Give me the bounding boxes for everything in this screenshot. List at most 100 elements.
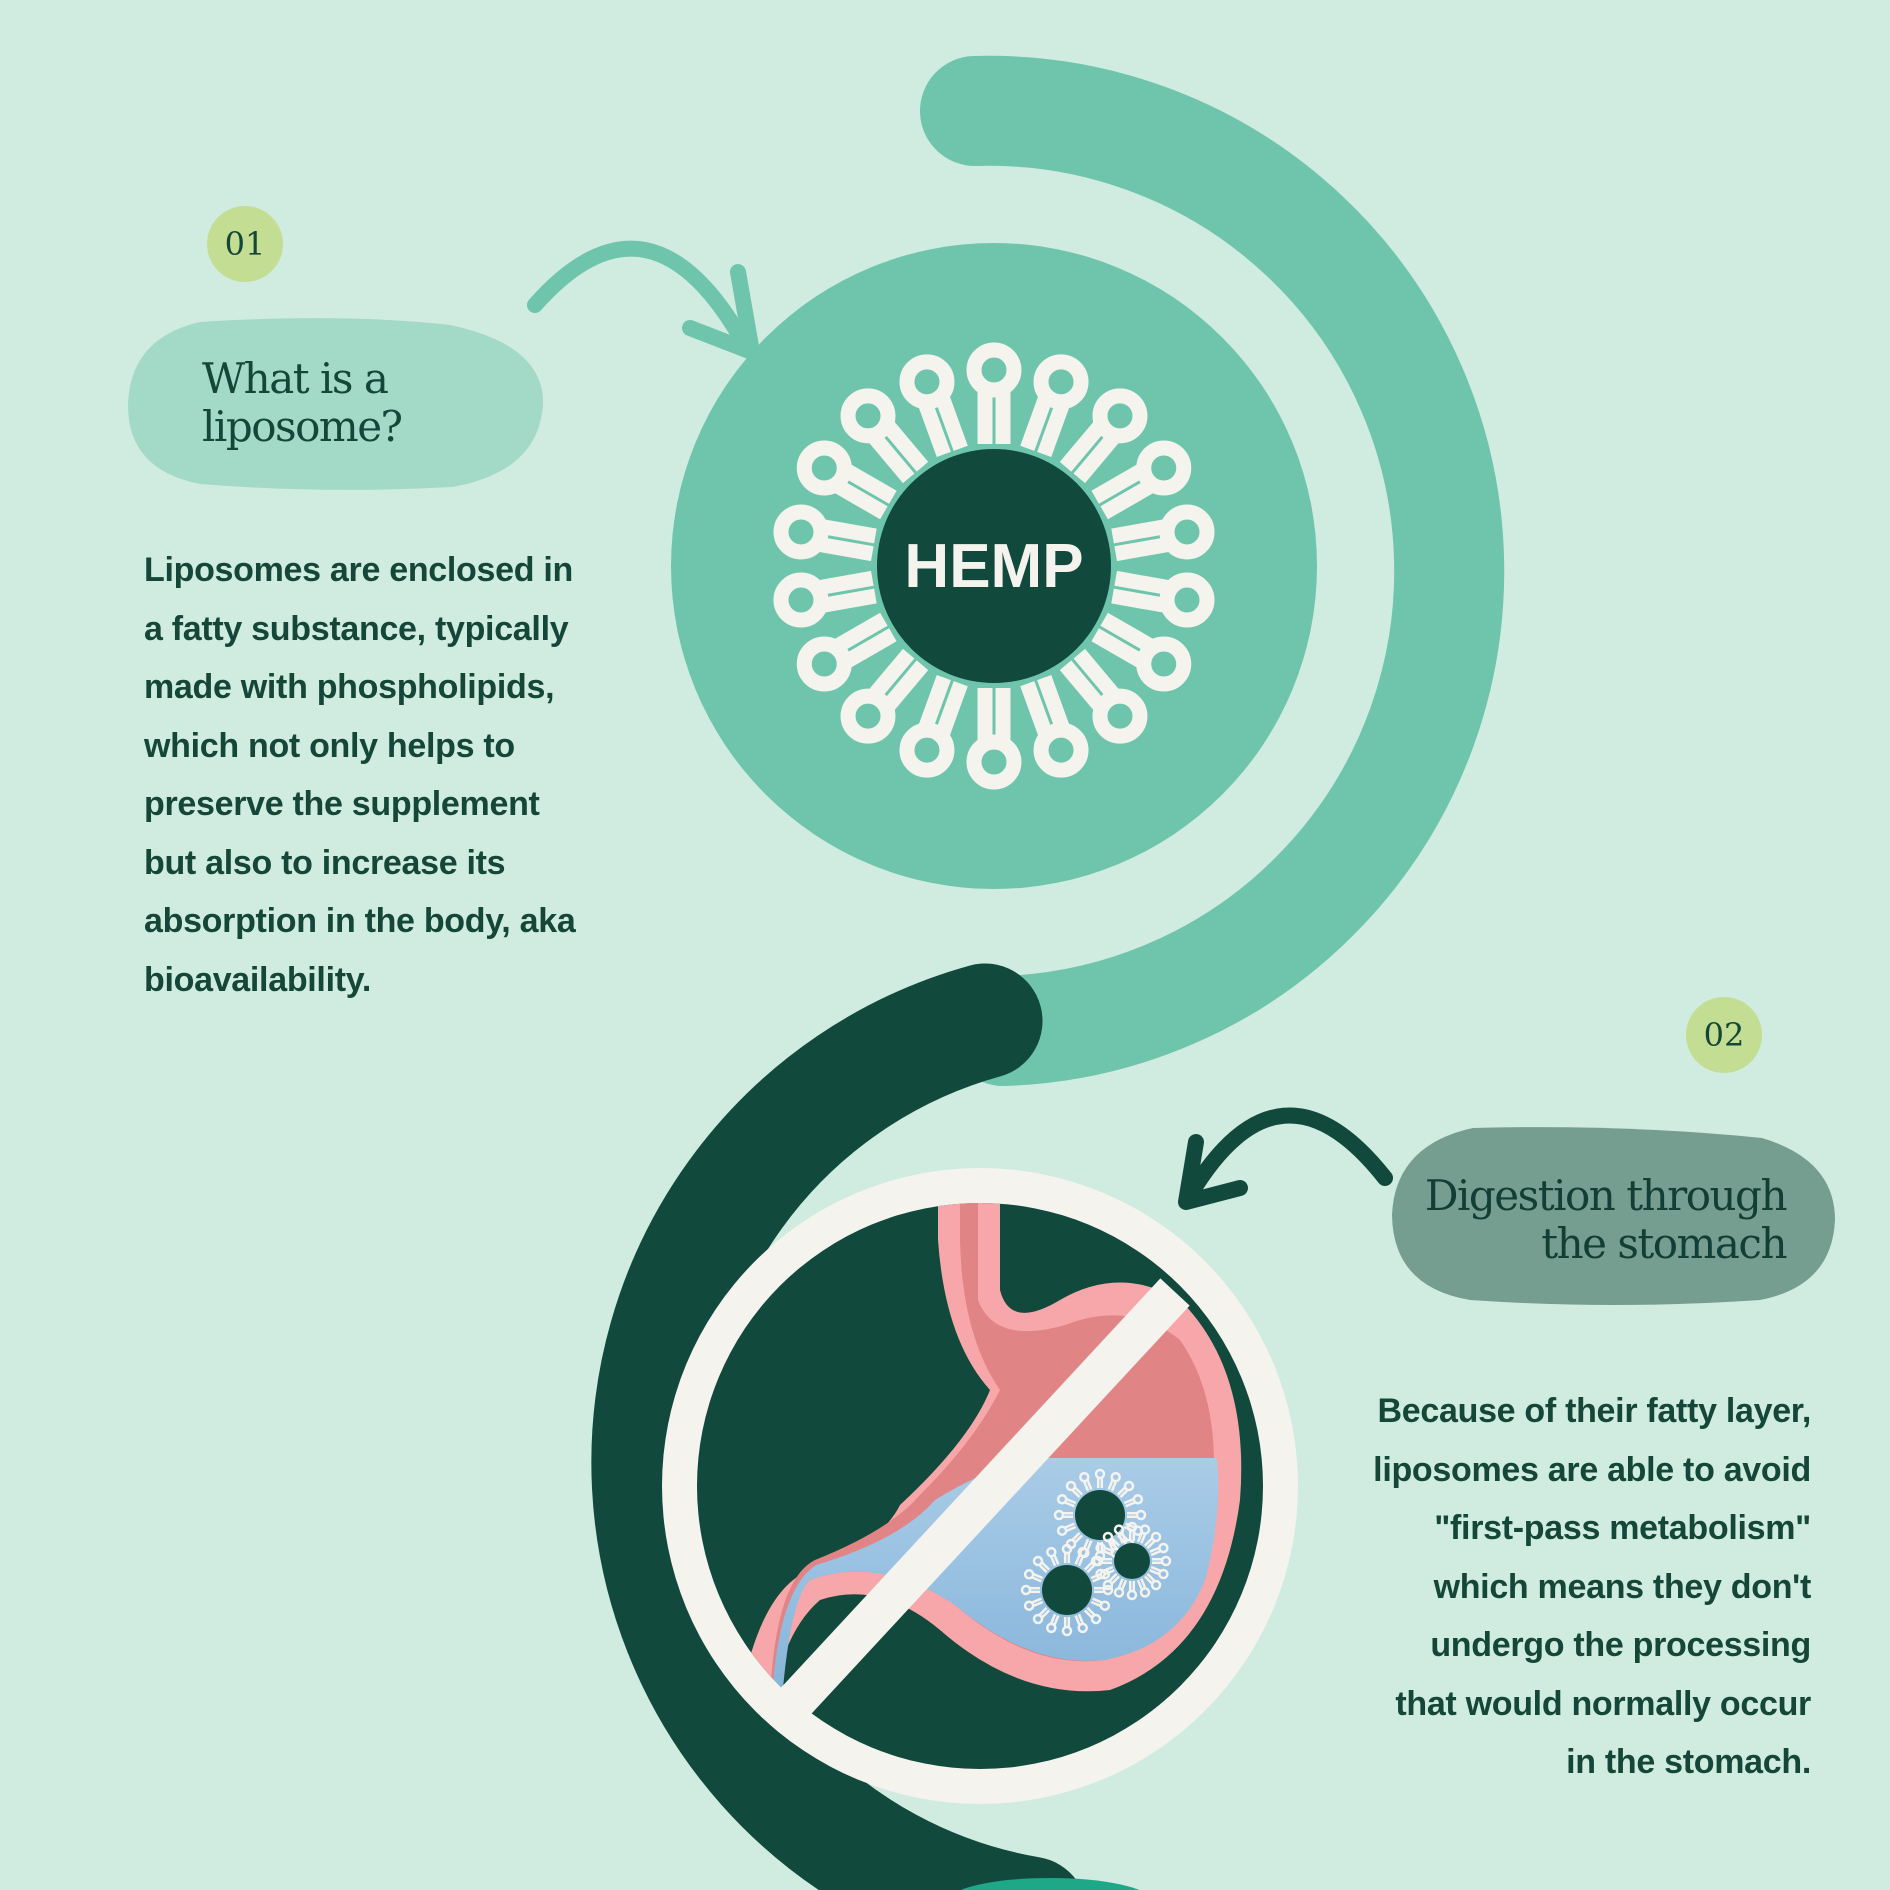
body-text-digestion: Because of their fatty layer, liposomes …: [1373, 1392, 1811, 1781]
phospholipid-tail: [1090, 1573, 1101, 1580]
phospholipid-tail: [1050, 1613, 1057, 1624]
phospholipid-tail: [1100, 479, 1154, 520]
phospholipid-tail: [1077, 1613, 1084, 1624]
phospholipid-tail: [1091, 628, 1145, 668]
phospholipid-head: [773, 572, 829, 628]
phospholipid-head: [1158, 1568, 1169, 1580]
phospholipid-head: [1159, 572, 1215, 628]
phospholipid-head: [1061, 1543, 1073, 1555]
phospholipid-head: [1033, 722, 1089, 778]
phospholipid-tail: [1092, 1597, 1103, 1604]
phospholipid-head: [1095, 1542, 1106, 1554]
phospholipid-head: [966, 734, 1022, 790]
phospholipid-tail: [1086, 1606, 1096, 1616]
phospholipid-tail: [1140, 1578, 1147, 1589]
phospholipid-head: [1132, 1494, 1144, 1505]
phospholipid-head: [1110, 1471, 1121, 1483]
phospholipid-tail: [1123, 1498, 1134, 1505]
phospholipid-head: [1126, 1521, 1138, 1533]
body-text-liposome: Liposomes are enclosed in a fatty substa…: [144, 551, 576, 999]
phospholipid-tail: [868, 648, 915, 700]
phospholipid-tail: [882, 421, 929, 472]
step-number-badge-1: 01: [207, 206, 283, 282]
phospholipid-tail: [821, 588, 877, 613]
phospholipid-tail: [818, 537, 874, 562]
phospholipid-tail: [935, 681, 968, 737]
phospholipid-head: [1159, 504, 1215, 560]
mini-liposome-core: [1114, 1543, 1150, 1579]
phospholipid-tail: [1149, 1569, 1160, 1576]
phospholipid-head: [773, 504, 829, 560]
phospholipid-tail: [1090, 1600, 1101, 1607]
phospholipid-head: [1092, 388, 1148, 444]
phospholipid-head: [1046, 1622, 1057, 1634]
phospholipid-tail: [834, 479, 888, 520]
phospholipid-head: [899, 722, 955, 778]
phospholipid-tail: [843, 628, 897, 668]
phospholipid-head: [1136, 636, 1192, 692]
phospholipid-tail: [1103, 1550, 1114, 1557]
phospholipid-tail: [1064, 1501, 1075, 1508]
phospholipid-tail: [1150, 1565, 1161, 1572]
phospholipid-tail: [1092, 1576, 1103, 1583]
phospholipid-tail: [1020, 681, 1053, 737]
phospholipid-tail: [1121, 1579, 1128, 1590]
curved-arrow-icon-1: [527, 240, 760, 360]
phospholipid-tail: [1107, 1479, 1114, 1490]
phospholipid-tail: [834, 612, 888, 653]
phospholipid-head: [1123, 1480, 1135, 1492]
phospholipid-head: [1099, 1600, 1111, 1611]
phospholipid-tail: [1066, 1525, 1077, 1532]
phospholipid-head: [1065, 1480, 1077, 1492]
phospholipid-head: [1099, 1569, 1111, 1580]
phospholipid-tail: [1064, 1522, 1075, 1529]
phospholipid-tail: [1059, 421, 1106, 472]
phospholipid-tail: [1136, 1579, 1143, 1590]
phospholipid-tail: [1125, 1522, 1136, 1529]
phospholipid-head: [1092, 688, 1148, 744]
liposome-icon: HEMP: [671, 243, 1317, 889]
phospholipid-tail: [1053, 1615, 1060, 1626]
phospholipid-head: [1136, 440, 1192, 496]
phospholipid-head: [1032, 1613, 1044, 1625]
step-number-badge-2: 02: [1686, 997, 1762, 1073]
phospholipid-head: [1113, 1524, 1125, 1535]
phospholipid-tail: [1074, 1615, 1081, 1626]
phospholipid-tail: [918, 402, 951, 458]
phospholipid-tail: [818, 570, 874, 595]
phospholipid-head: [1139, 1524, 1151, 1535]
phospholipid-tail: [1150, 1550, 1161, 1557]
phospholipid-head: [1090, 1555, 1102, 1567]
teal-s-arc: [920, 55, 1505, 1086]
phospholipid-tail: [1059, 660, 1106, 711]
phospholipid-head: [1102, 1531, 1114, 1543]
phospholipid-tail: [1071, 1531, 1081, 1541]
curved-arrow-icon-2: [1178, 1107, 1393, 1210]
phospholipid-tail: [1104, 1546, 1115, 1553]
phospholipid-tail: [1143, 1537, 1153, 1547]
phospholipid-tail: [1033, 1600, 1044, 1607]
phospholipid-head: [1077, 1546, 1088, 1558]
phospholipid-tail: [1091, 464, 1145, 504]
phospholipid-tail: [1083, 1481, 1090, 1492]
phospholipid-head: [1077, 1622, 1088, 1634]
phospholipid-tail: [1125, 1501, 1136, 1508]
mini-liposome-core: [1042, 1565, 1092, 1615]
phospholipid-head: [796, 636, 852, 692]
phospholipid-tail: [1117, 1533, 1124, 1544]
phospholipid-tail: [1086, 1479, 1093, 1490]
phospholipid-tail: [1073, 648, 1120, 700]
phospholipid-head: [1056, 1525, 1068, 1536]
teal-arc-tail: [960, 1878, 1140, 1890]
phospholipid-tail: [1038, 1606, 1048, 1616]
phospholipid-tail: [1111, 1575, 1121, 1585]
heading-what-is-liposome: What is a liposome?: [202, 354, 403, 451]
phospholipid-tail: [1031, 1597, 1042, 1604]
dark-s-arc: [591, 963, 1082, 1890]
phospholipid-tail: [843, 464, 897, 504]
phospholipid-tail: [1136, 1532, 1143, 1543]
phospholipid-tail: [1116, 1486, 1126, 1496]
phospholipid-head: [1023, 1600, 1035, 1611]
phospholipid-head: [840, 688, 896, 744]
phospholipid-tail: [1031, 1576, 1042, 1583]
